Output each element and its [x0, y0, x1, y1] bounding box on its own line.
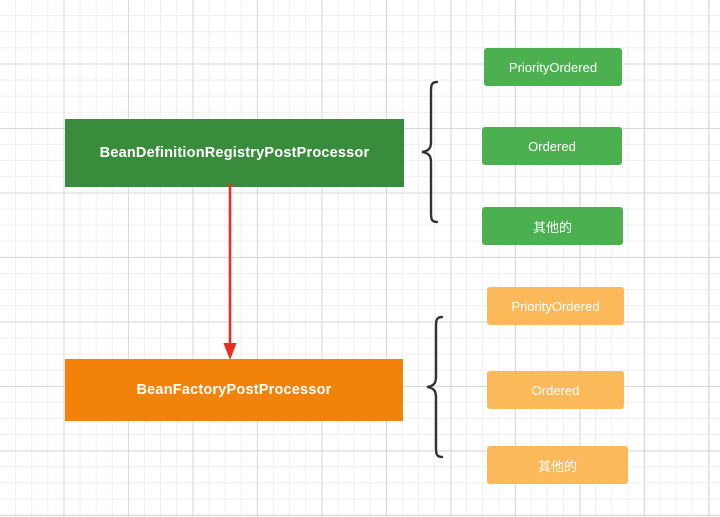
- chip-orange-priority-ordered[interactable]: PriorityOrdered: [487, 287, 624, 325]
- arrow-down-icon: [223, 183, 237, 360]
- chip-green-others[interactable]: 其他的: [482, 207, 623, 245]
- curly-brace-green-group: [421, 80, 439, 224]
- chip-label: PriorityOrdered: [511, 298, 600, 314]
- chip-green-priority-ordered[interactable]: PriorityOrdered: [484, 48, 622, 86]
- chip-label: 其他的: [532, 219, 572, 235]
- chip-orange-others[interactable]: 其他的: [487, 446, 628, 484]
- chip-label: PriorityOrdered: [508, 59, 598, 75]
- curly-brace-orange-group: [426, 315, 444, 459]
- chip-label: Ordered: [531, 382, 580, 398]
- node-label: BeanDefinitionRegistryPostProcessor: [99, 145, 370, 161]
- node-label: BeanFactoryPostProcessor: [136, 382, 332, 398]
- chip-orange-ordered[interactable]: Ordered: [487, 371, 624, 409]
- node-bean-definition-registry-post-processor[interactable]: BeanDefinitionRegistryPostProcessor: [65, 119, 404, 187]
- chip-label: Ordered: [528, 138, 576, 154]
- chip-label: 其他的: [537, 458, 577, 474]
- chip-green-ordered[interactable]: Ordered: [482, 127, 622, 165]
- node-bean-factory-post-processor[interactable]: BeanFactoryPostProcessor: [65, 359, 403, 421]
